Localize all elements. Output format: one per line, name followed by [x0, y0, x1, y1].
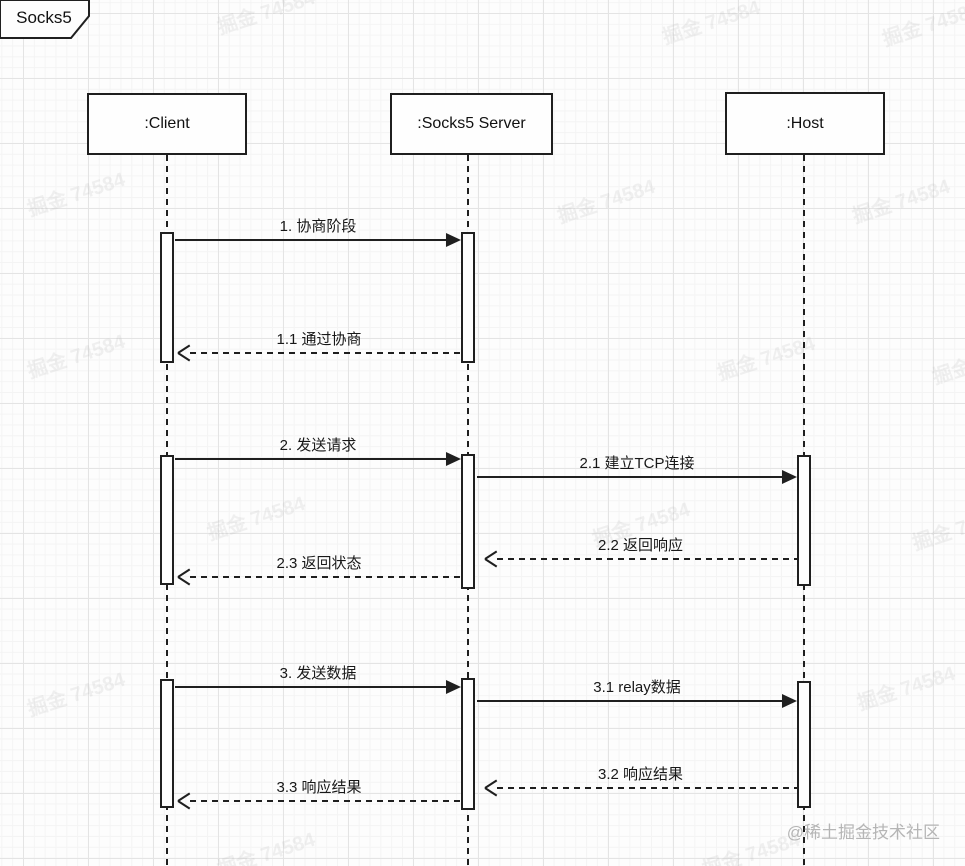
message-label: 3. 发送数据 [279, 665, 357, 682]
background-watermark: 掘金 74584 [849, 175, 953, 228]
message-3-1: 3.1 relay数据 [477, 679, 797, 709]
message-line [190, 352, 461, 354]
message-line [190, 576, 461, 578]
background-watermark: 掘金 74584 [204, 492, 308, 545]
message-1-1: 1.1 通过协商 [177, 331, 461, 361]
background-watermark: 掘金 74584 [214, 0, 318, 39]
juejin-credit-watermark: @稀土掘金技术社区 [786, 823, 940, 842]
message-2-3: 2.3 返回状态 [177, 555, 461, 585]
arrowhead-filled-icon [446, 233, 461, 247]
arrowhead-open-icon [177, 569, 193, 585]
actor-label-host: :Host [786, 114, 824, 132]
arrowhead-filled-icon [446, 452, 461, 466]
message-label: 2.3 返回状态 [276, 555, 362, 572]
arrowhead-filled-icon [782, 694, 797, 708]
frame-title: Socks5 [16, 8, 72, 27]
message-2-1: 2.1 建立TCP连接 [477, 455, 797, 485]
background-watermark: 掘金 74584 [24, 668, 128, 721]
frame-tab-outline-icon [0, 0, 90, 39]
message-1: 1. 协商阶段 [175, 218, 461, 248]
message-line [497, 558, 797, 560]
message-3-2: 3.2 响应结果 [484, 766, 797, 796]
message-label: 3.3 响应结果 [276, 779, 362, 796]
activation-server-1 [461, 232, 475, 363]
arrowhead-filled-icon [782, 470, 797, 484]
arrowhead-open-icon [484, 780, 500, 796]
background-watermark: 掘金 74584 [24, 330, 128, 383]
arrowhead-open-icon [177, 345, 193, 361]
arrowhead-open-icon [484, 551, 500, 567]
activation-host-2 [797, 455, 811, 586]
activation-client-2 [160, 455, 174, 585]
message-line [497, 787, 797, 789]
message-label: 1. 协商阶段 [279, 218, 357, 235]
message-3-3: 3.3 响应结果 [177, 779, 461, 809]
actor-label-client: :Client [144, 115, 190, 132]
message-line [175, 686, 449, 688]
activation-server-2 [461, 454, 475, 589]
message-line [190, 800, 461, 802]
background-watermark: 掘金 74584 [24, 168, 128, 221]
activation-server-3 [461, 678, 475, 810]
message-label: 2. 发送请求 [279, 437, 357, 454]
message-line [175, 458, 449, 460]
background-watermark: 掘金 74584 [854, 662, 958, 715]
background-watermark: 掘金 74584 [554, 175, 658, 228]
actor-label-server: :Socks5 Server [417, 115, 526, 132]
background-watermark: 掘金 74584 [879, 0, 965, 51]
message-line [477, 700, 785, 702]
message-label: 2.2 返回响应 [597, 537, 684, 554]
message-label: 1.1 通过协商 [276, 331, 362, 348]
message-line [477, 476, 785, 478]
background-watermark: 掘金 74584 [909, 502, 965, 555]
actor-box-host: :Host [725, 92, 885, 155]
arrowhead-filled-icon [446, 680, 461, 694]
background-watermark: 掘金 74584 [214, 828, 318, 866]
message-label: 3.1 relay数据 [593, 679, 681, 696]
arrowhead-open-icon [177, 793, 193, 809]
message-3: 3. 发送数据 [175, 665, 461, 695]
background-watermark: 掘金 74584 [929, 337, 965, 389]
frame-tab: Socks5 [0, 0, 92, 42]
activation-client-3 [160, 679, 174, 808]
message-label: 2.1 建立TCP连接 [579, 455, 695, 472]
message-2-2: 2.2 返回响应 [484, 537, 797, 567]
background-watermark: 掘金 74584 [659, 0, 763, 49]
message-2: 2. 发送请求 [175, 437, 461, 467]
actor-box-server: :Socks5 Server [390, 93, 553, 155]
message-label: 3.2 响应结果 [597, 766, 684, 783]
activation-host-3 [797, 681, 811, 808]
actor-box-client: :Client [87, 93, 247, 155]
message-line [175, 239, 449, 241]
activation-client-1 [160, 232, 174, 363]
